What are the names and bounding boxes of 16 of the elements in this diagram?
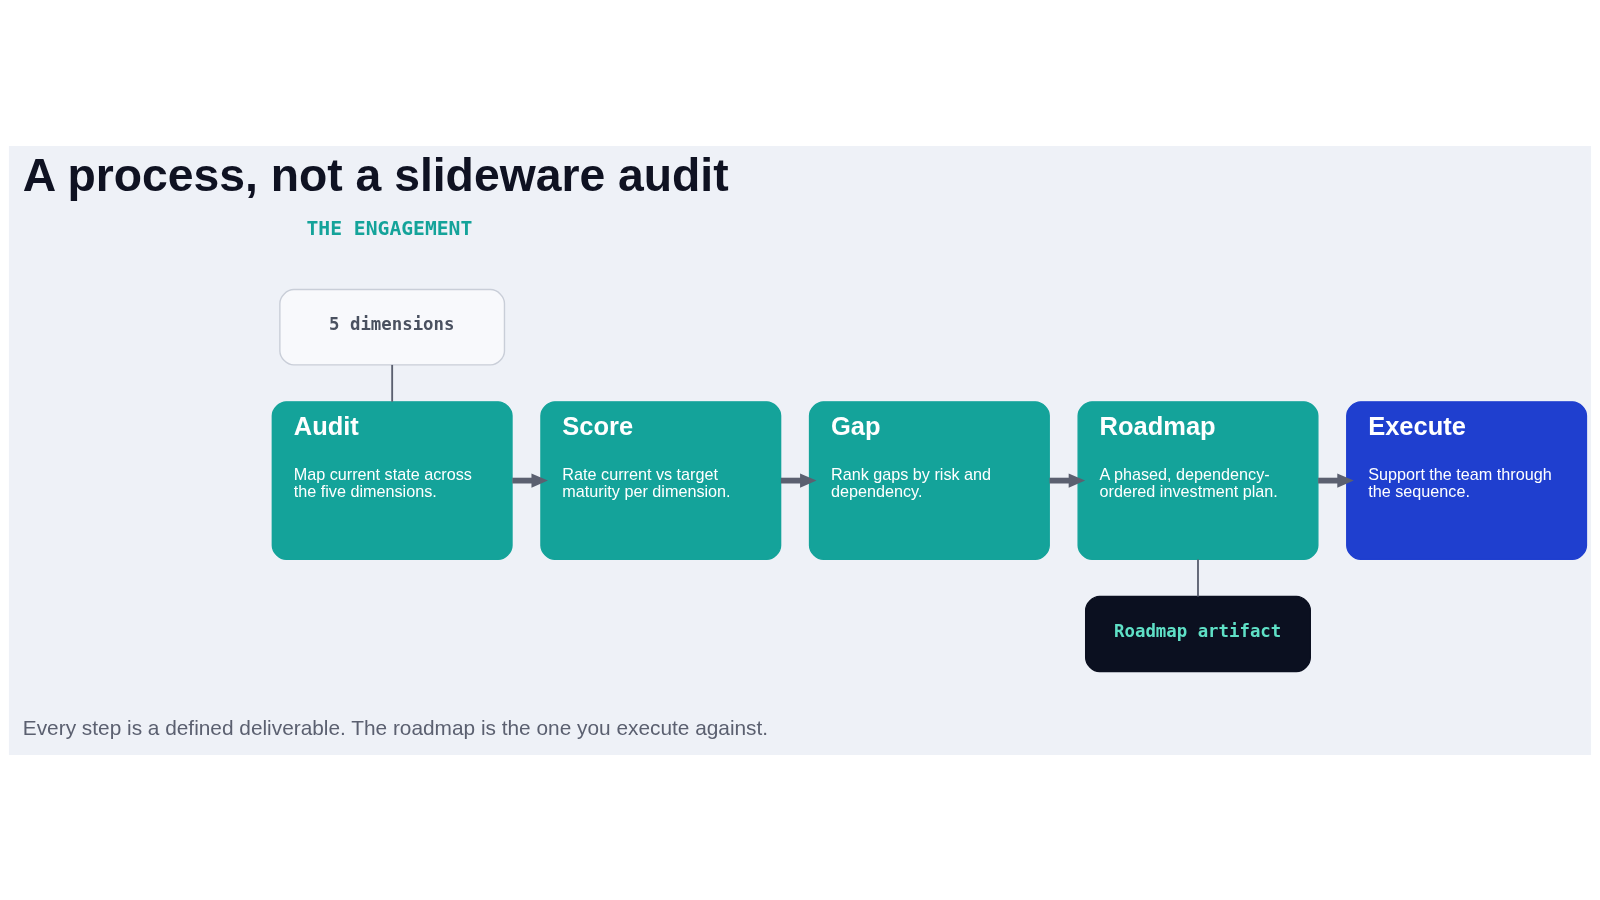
node-box: Execute Support the team through the sequence.	[1346, 400, 1588, 560]
node-box: Gap Rank gaps by risk and dependency.	[808, 400, 1050, 560]
diagram-title: A process, not a slideware audit	[22, 148, 729, 201]
node-box: Roadmap A phased, dependency-ordered investment plan.	[1077, 400, 1319, 560]
arrow	[1318, 472, 1354, 488]
node-box: Roadmap artifact	[1085, 595, 1311, 672]
connector	[1197, 558, 1199, 597]
caption: Every step is a defined deliverable. The roadmap is the one you execute against.	[22, 715, 769, 739]
label: THE ENGAGEMENT	[306, 216, 473, 240]
connector	[391, 363, 394, 403]
node-box: Audit Map current state across the five dimensions.	[271, 400, 513, 560]
arrow	[512, 472, 548, 488]
node-box: Score Rate current vs target maturity per dimension.	[540, 400, 782, 560]
arrow	[780, 472, 817, 488]
arrow	[1049, 472, 1086, 488]
node-box: 5 dimensions	[279, 288, 506, 365]
